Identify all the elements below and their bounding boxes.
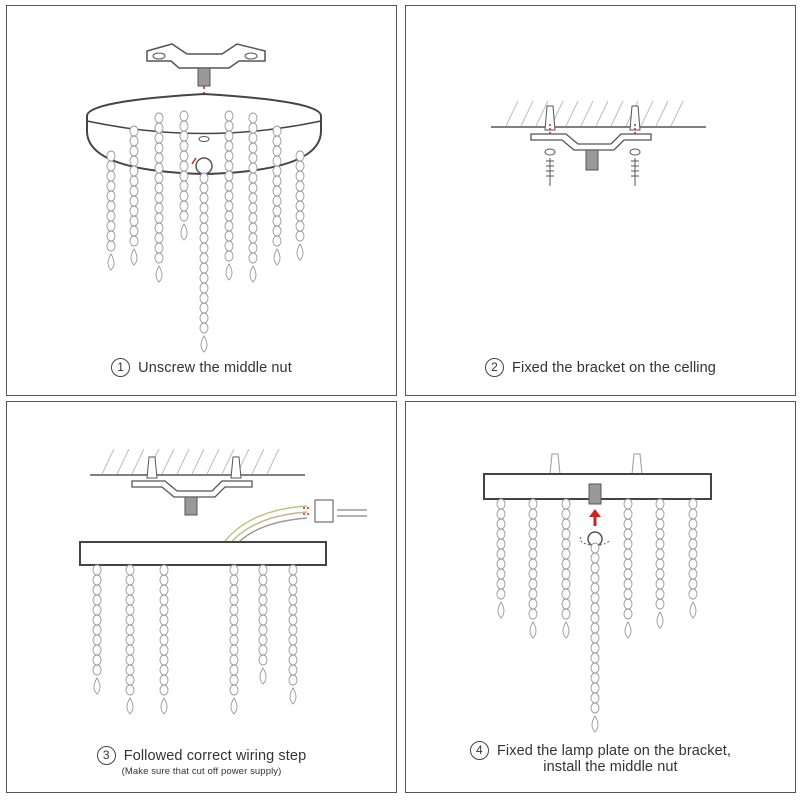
crystal-strand [655,498,665,629]
step-2-illustration [491,100,706,186]
step-3-illustration [79,448,367,715]
crystal-strand [229,564,239,715]
crystal-strand [528,498,538,639]
step-2-caption: 2 Fixed the bracket on the celling [406,358,795,377]
step-3-caption: 3 Followed correct wiring step (Make sure… [7,746,396,777]
step-text: Fixed the lamp plate on the bracket, [496,743,732,759]
crystal-strand [272,125,282,266]
crystal-strand [199,172,209,353]
crystal-strand [561,498,571,639]
crystal-strand [224,110,234,281]
crystal-strand [125,564,135,715]
step-text: Followed correct wiring step [123,748,307,764]
step-2-panel: 2 Fixed the bracket on the celling [405,5,796,396]
bracket-icon [530,133,652,171]
step-number-badge: 4 [469,741,489,760]
step-4-panel: 4 Fixed the lamp plate on the bracket, in… [405,401,796,793]
step-text: Fixed the bracket on the celling [512,360,716,376]
crystal-strand [590,542,600,733]
crystal-strand [496,498,506,619]
crystal-strand [159,564,169,715]
crystal-strand [129,125,139,266]
step-1-caption: 1 Unscrew the middle nut [7,358,396,377]
step-4-illustration [483,453,712,733]
crystal-strand [688,498,698,619]
lamp-plate-round [86,92,322,176]
crystal-strand [248,112,258,283]
step-3-panel: 3 Followed correct wiring step (Make sure… [6,401,397,793]
crystal-strand [623,498,633,639]
crystal-strand [92,564,102,695]
bracket-icon [146,43,266,87]
crystal-strand [106,150,116,271]
step-4-caption: 4 Fixed the lamp plate on the bracket, in… [406,741,795,775]
bracket-icon [131,456,253,516]
screw-icon [544,148,641,186]
crystal-strand [154,112,164,283]
lamp-plate [79,541,327,566]
ceiling-hatch [101,448,280,475]
wires [221,505,367,546]
step-number-badge: 3 [96,746,116,765]
step-text-line2: install the middle nut [543,759,678,775]
up-arrow-icon [589,509,601,526]
nut-icon [191,136,213,175]
step-note: (Make sure that cut off power supply) [121,766,282,777]
crystal-strand [179,110,189,241]
wire-connector-icon [303,499,334,523]
step-1-illustration [86,43,322,353]
step-text: Unscrew the middle nut [138,360,292,376]
anchor-icon [549,453,643,475]
ceiling-hatch [505,100,684,127]
crystal-strand [258,564,268,685]
step-1-panel: 1 Unscrew the middle nut [6,5,397,396]
step-number-badge: 2 [485,358,505,377]
bolt-icon [588,483,602,505]
anchor-icon [544,105,641,136]
crystal-strand [295,150,305,261]
crystal-strand [288,564,298,705]
step-number-badge: 1 [111,358,131,377]
